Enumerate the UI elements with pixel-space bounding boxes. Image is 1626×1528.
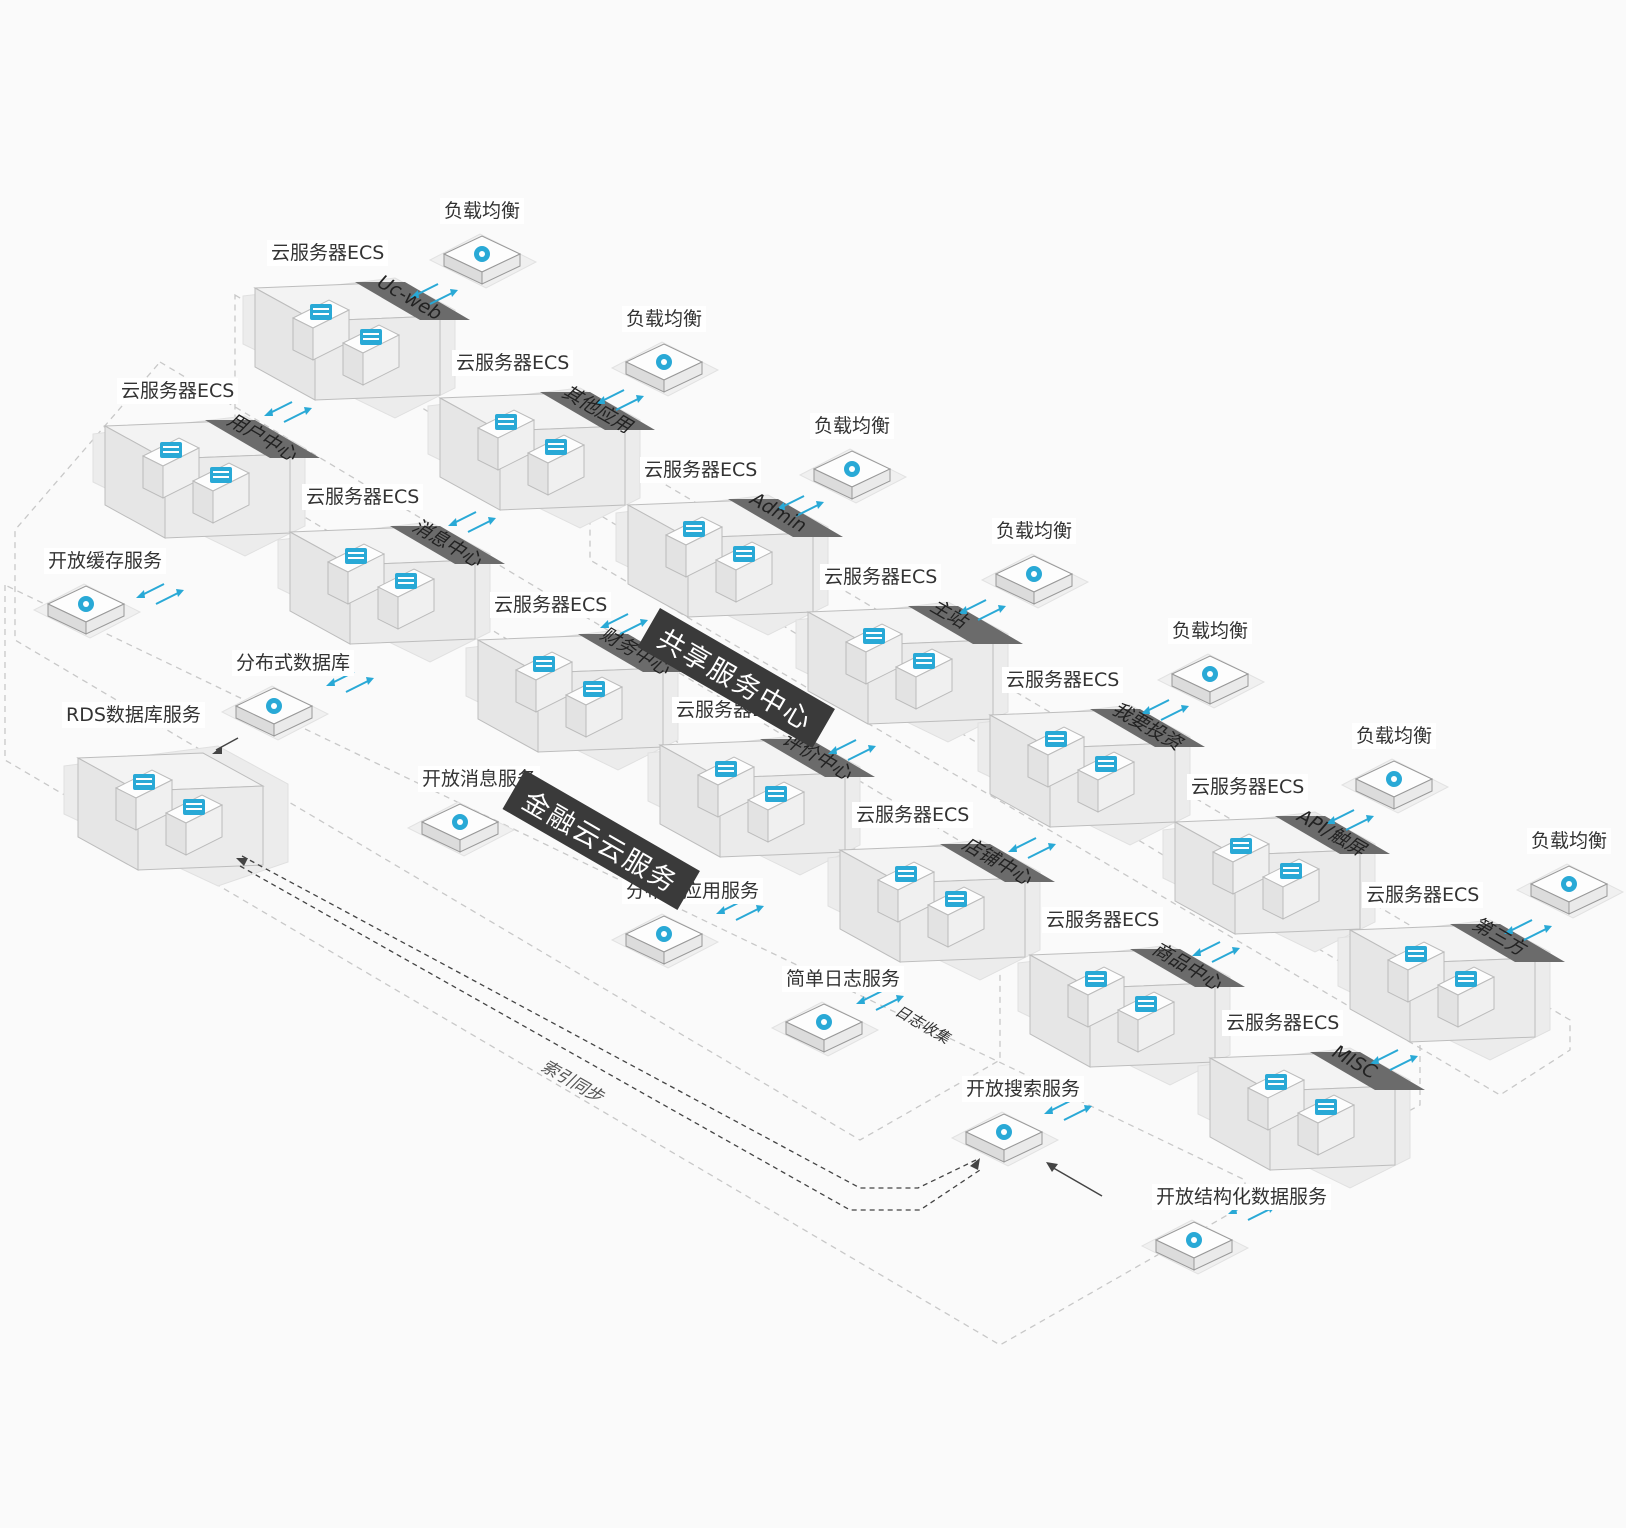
service-tile-cache[interactable] (32, 583, 142, 639)
bidirectional-arrow-9 (600, 613, 648, 635)
message-icon (452, 814, 468, 830)
ecs-label-product-center: 云服务器ECS (1042, 907, 1164, 933)
service-tile-lb-api-touch[interactable] (1340, 758, 1450, 814)
bidirectional-arrow-1 (596, 389, 644, 411)
bidirectional-arrow-8 (448, 511, 496, 533)
database-icon (266, 698, 282, 714)
ecs-cluster-third-party[interactable] (1337, 919, 1565, 1061)
ecs-cluster-store-center[interactable] (827, 839, 1055, 981)
service-label-sls: 简单日志服务 (782, 966, 905, 992)
group-outline-1 (4, 583, 1246, 1346)
ecs-cluster-message-center[interactable] (277, 521, 505, 663)
service-label-search: 开放搜索服务 (962, 1076, 1085, 1102)
service-label-ots: 开放结构化数据服务 (1152, 1184, 1332, 1210)
ecs-cluster-api-touch[interactable] (1162, 811, 1390, 953)
bidirectional-arrow-12 (1192, 941, 1240, 963)
ecs-label-user-center: 云服务器ECS (117, 378, 239, 404)
bidirectional-arrow-18 (1044, 1099, 1092, 1121)
load-balancer-icon (1386, 771, 1402, 787)
service-tile-lb-other-app[interactable] (610, 341, 720, 397)
service-label-rds: RDS数据库服务 (62, 702, 205, 728)
load-balancer-icon (474, 246, 490, 262)
load-balancer-icon (1561, 876, 1577, 892)
ecs-label-admin: 云服务器ECS (640, 457, 762, 483)
bidirectional-arrow-4 (1141, 699, 1189, 721)
bidirectional-arrow-3 (958, 599, 1006, 621)
ecs-label-main-site: 云服务器ECS (820, 564, 942, 590)
ecs-cluster-product-center[interactable] (1017, 944, 1245, 1086)
ecs-cluster-admin[interactable] (615, 494, 843, 636)
search-icon (996, 1124, 1012, 1140)
service-tile-mq[interactable] (406, 801, 516, 857)
service-label-lb-admin: 负载均衡 (810, 413, 895, 439)
ecs-cluster-uc-web[interactable] (242, 277, 470, 419)
group-outline-3 (589, 438, 1571, 1096)
ecs-cluster-finance-center[interactable] (465, 629, 693, 771)
ecs-label-misc: 云服务器ECS (1222, 1010, 1344, 1036)
service-tile-edas[interactable] (610, 913, 720, 969)
service-tile-lb-admin[interactable] (798, 448, 908, 504)
index-sync-arrowhead (236, 858, 248, 866)
ecs-label-store-center: 云服务器ECS (852, 802, 974, 828)
bidirectional-arrow-0 (410, 283, 458, 305)
service-tile-lb-main-site[interactable] (980, 553, 1090, 609)
service-tile-rds[interactable] (63, 745, 289, 887)
load-balancer-icon (1202, 666, 1218, 682)
service-label-lb-invest: 负载均衡 (1168, 618, 1253, 644)
service-tile-sls[interactable] (770, 1001, 880, 1057)
load-balancer-icon (1026, 566, 1042, 582)
service-tile-drds[interactable] (220, 685, 330, 741)
ecs-label-uc-web: 云服务器ECS (267, 240, 389, 266)
service-label-drds: 分布式数据库 (232, 650, 355, 676)
index-sync-line-1 (241, 855, 977, 1189)
bidirectional-arrow-7 (264, 401, 312, 423)
ecs-cluster-main-site[interactable] (795, 601, 1023, 743)
ecs-label-invest: 云服务器ECS (1002, 667, 1124, 693)
search-arrowhead (970, 1158, 980, 1170)
service-label-lb-other-app: 负载均衡 (622, 306, 707, 332)
table-store-icon (1186, 1232, 1202, 1248)
ecs-cluster-user-center[interactable] (92, 415, 320, 557)
bidirectional-arrow-5 (1326, 809, 1374, 831)
service-tile-search[interactable] (950, 1111, 1060, 1167)
ecs-label-api-touch: 云服务器ECS (1187, 774, 1309, 800)
ecs-label-third-party: 云服务器ECS (1362, 882, 1484, 908)
bidirectional-arrow-20 (856, 989, 904, 1011)
ecs-cluster-other-app[interactable] (427, 387, 655, 529)
app-icon (656, 926, 672, 942)
load-balancer-icon (656, 354, 672, 370)
service-label-cache: 开放缓存服务 (44, 548, 167, 574)
service-tile-lb-uc-web[interactable] (428, 233, 538, 289)
bidirectional-arrow-11 (1008, 837, 1056, 859)
service-label-lb-api-touch: 负载均衡 (1352, 723, 1437, 749)
service-tile-lb-third-party[interactable] (1515, 863, 1625, 919)
cache-icon (78, 596, 94, 612)
bidirectional-arrow-2 (776, 495, 824, 517)
service-tile-ots[interactable] (1140, 1219, 1250, 1275)
ots-to-search-arrow (1049, 1165, 1103, 1197)
bidirectional-arrow-14 (136, 583, 184, 605)
log-icon (816, 1014, 832, 1030)
bidirectional-arrow-10 (828, 739, 876, 761)
bidirectional-arrow-13 (1370, 1049, 1418, 1071)
ecs-cluster-review-center[interactable] (647, 734, 875, 876)
ecs-label-message-center: 云服务器ECS (302, 484, 424, 510)
bidirectional-arrow-6 (1504, 919, 1552, 941)
ecs-cluster-misc[interactable] (1197, 1047, 1425, 1189)
service-label-lb-main-site: 负载均衡 (992, 518, 1077, 544)
ecs-label-finance-center: 云服务器ECS (490, 592, 612, 618)
load-balancer-icon (844, 461, 860, 477)
ecs-label-other-app: 云服务器ECS (452, 350, 574, 376)
service-label-lb-uc-web: 负载均衡 (440, 198, 525, 224)
service-tile-lb-invest[interactable] (1156, 653, 1266, 709)
service-label-lb-third-party: 负载均衡 (1527, 828, 1612, 854)
ecs-cluster-invest[interactable] (977, 704, 1205, 846)
